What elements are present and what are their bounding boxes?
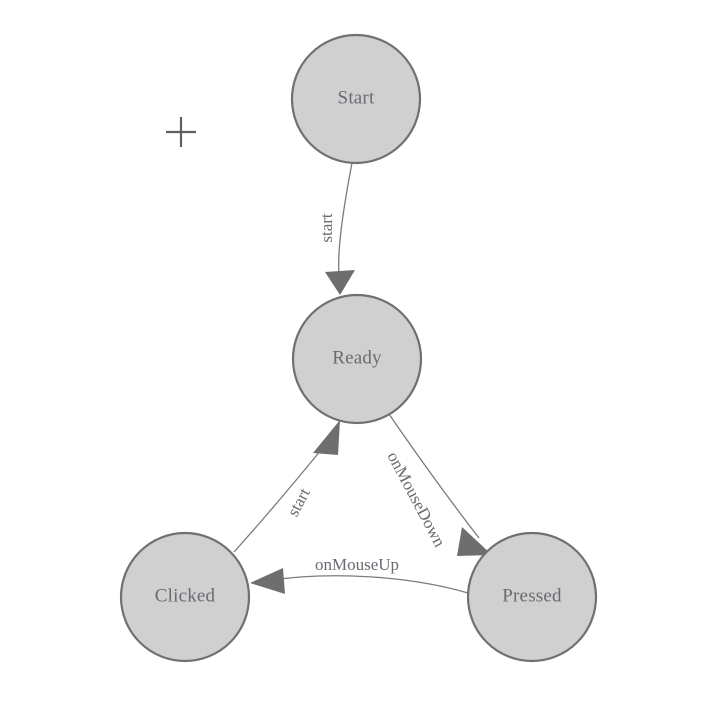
edge-arrowhead-clicked-to-ready bbox=[313, 420, 340, 455]
node-pressed[interactable]: Pressed bbox=[466, 531, 598, 663]
edge-line-clicked-to-ready bbox=[233, 439, 330, 553]
node-clicked-label: Clicked bbox=[155, 585, 216, 606]
edge-arrowhead-ready-to-pressed bbox=[457, 527, 492, 556]
node-ready[interactable]: Ready bbox=[291, 293, 423, 425]
edge-line-start-to-ready bbox=[338, 162, 353, 277]
edge-line-ready-to-pressed bbox=[388, 413, 480, 539]
edge-arrowhead-pressed-to-clicked bbox=[250, 568, 285, 594]
edge-pressed-to-clicked[interactable] bbox=[250, 568, 469, 594]
edge-label-start-to-ready: start bbox=[317, 213, 336, 243]
edge-label-pressed-to-clicked: onMouseUp bbox=[315, 555, 399, 574]
edge-clicked-to-ready[interactable] bbox=[233, 420, 340, 553]
node-clicked-circle[interactable] bbox=[119, 531, 251, 663]
edge-arrowhead-start-to-ready bbox=[325, 270, 355, 295]
node-clicked[interactable]: Clicked bbox=[119, 531, 251, 663]
node-start[interactable]: Start bbox=[290, 33, 422, 165]
node-start-label: Start bbox=[338, 87, 375, 108]
edge-label-ready-to-pressed: onMouseDown bbox=[383, 449, 449, 551]
crosshair-icon[interactable] bbox=[166, 117, 196, 147]
node-ready-circle[interactable] bbox=[291, 293, 423, 425]
edge-ready-to-pressed[interactable] bbox=[388, 413, 492, 556]
node-ready-label: Ready bbox=[332, 347, 382, 368]
node-pressed-circle[interactable] bbox=[466, 531, 598, 663]
node-pressed-label: Pressed bbox=[502, 585, 562, 606]
node-start-circle[interactable] bbox=[290, 33, 422, 165]
edge-line-pressed-to-clicked bbox=[271, 575, 469, 594]
edge-start-to-ready[interactable] bbox=[325, 162, 355, 295]
